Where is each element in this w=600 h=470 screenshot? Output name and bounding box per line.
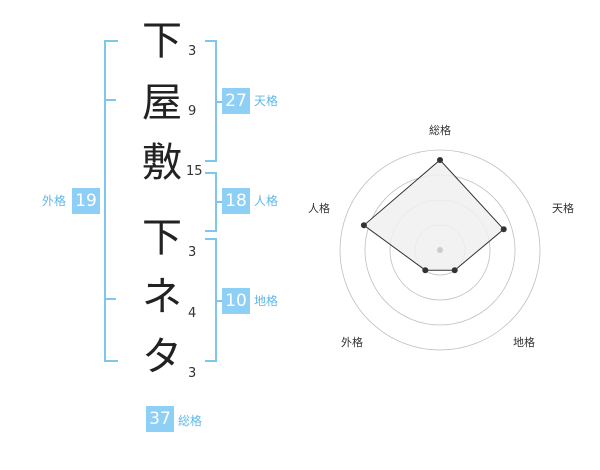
- bracket-connector: [215, 101, 222, 103]
- name-char-3: 敷: [142, 140, 182, 186]
- gaikaku-value: 19: [72, 188, 100, 214]
- gaikaku-bracket: [104, 40, 118, 362]
- radar-center-dot: [437, 247, 443, 253]
- bracket-connector: [215, 201, 222, 203]
- stroke-count-1: 3: [188, 44, 197, 59]
- radar-label-right: 天格: [552, 201, 574, 215]
- chikaku-value: 10: [222, 288, 250, 314]
- stroke-count-6: 3: [188, 366, 197, 381]
- bracket-connector: [215, 300, 222, 302]
- stroke-count-2: 9: [188, 104, 197, 119]
- soukaku-label: 総格: [178, 414, 203, 428]
- bracket-tick: [104, 298, 116, 300]
- radar-grid-ring: [339, 149, 541, 351]
- soukaku-value: 37: [146, 406, 174, 432]
- chikaku-label: 地格: [254, 294, 279, 308]
- name-char-4: 下: [142, 215, 182, 261]
- tenkaku-value: 27: [222, 88, 250, 114]
- radar-point: [451, 267, 458, 274]
- stroke-count-5: 4: [188, 306, 197, 321]
- jinkaku-label: 人格: [254, 194, 279, 208]
- name-char-2: 屋: [142, 80, 182, 126]
- jinkaku-value: 18: [222, 188, 250, 214]
- name-char-6: タ: [142, 334, 182, 380]
- stroke-count-3: 15: [186, 164, 203, 179]
- stroke-count-4: 3: [188, 245, 197, 260]
- radar-label-bottom-left: 外格: [341, 335, 363, 349]
- tenkaku-label: 天格: [254, 94, 279, 108]
- radar-label-bottom-right: 地格: [513, 335, 535, 349]
- radar-point: [360, 222, 367, 229]
- bracket-tick: [104, 99, 116, 101]
- radar-point: [422, 267, 429, 274]
- radar-point: [500, 226, 507, 233]
- radar-label-top: 総格: [429, 123, 451, 137]
- name-char-1: 下: [142, 18, 182, 64]
- radar-points: [360, 157, 507, 274]
- radar-point: [437, 157, 443, 163]
- radar-area: [363, 159, 505, 271]
- name-char-5: ネ: [142, 274, 182, 320]
- radar-label-left: 人格: [308, 201, 330, 215]
- gaikaku-label: 外格: [42, 194, 67, 208]
